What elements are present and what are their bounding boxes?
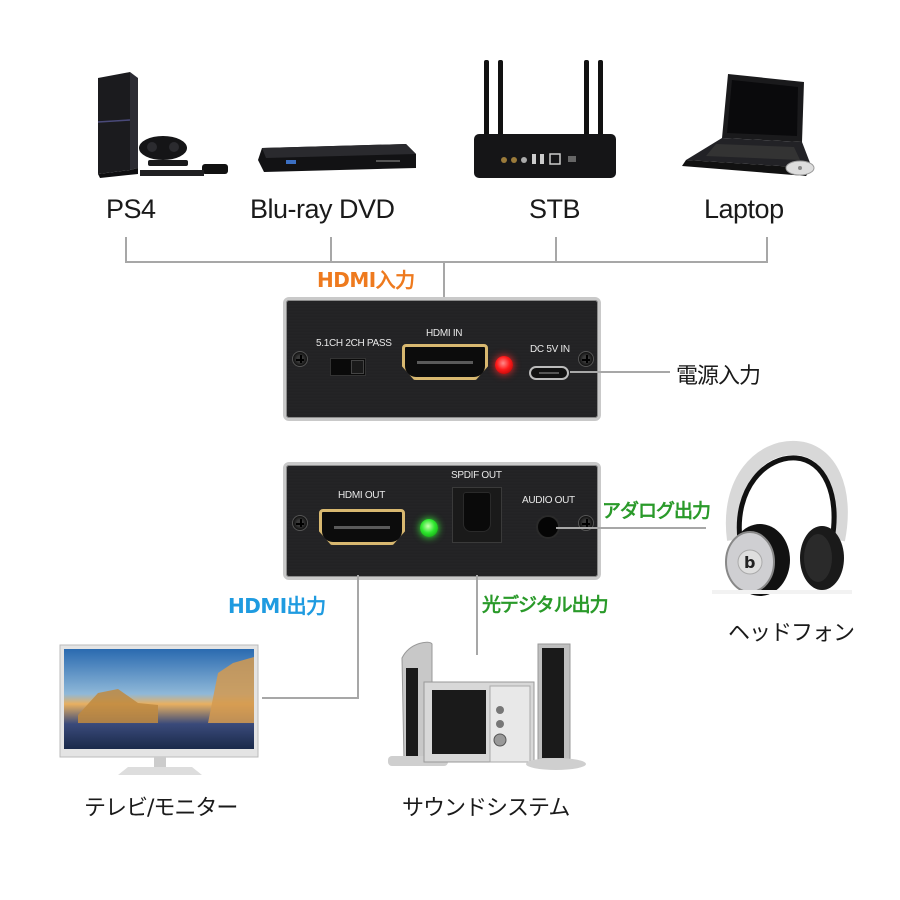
spdif-label: SPDIF OUT: [451, 470, 502, 481]
analog-output-label: アダログ出力: [602, 500, 711, 522]
speaker-system-icon: [388, 641, 586, 770]
speakers-image: [380, 638, 590, 778]
dc-label: DC 5V IN: [530, 344, 570, 355]
svg-text:b: b: [744, 553, 755, 572]
power-input-label: 電源入力: [676, 364, 761, 389]
connector-line: [357, 575, 359, 699]
connector-line: [330, 237, 332, 262]
tv-monitor-icon: [59, 644, 259, 775]
connector-line: [766, 237, 768, 262]
mode-switch[interactable]: [330, 358, 366, 376]
game-console-icon: [97, 72, 228, 178]
screw-icon: [292, 351, 308, 367]
optical-output-label: 光デジタル出力: [482, 594, 609, 616]
ps4-image: [88, 70, 238, 180]
connector-line: [125, 237, 127, 262]
headphones-label: ヘッドフォン: [728, 621, 855, 646]
screw-icon: [292, 515, 308, 531]
connector-line: [476, 575, 478, 655]
hdmi-in-port[interactable]: [402, 344, 488, 380]
dc-port[interactable]: [529, 366, 569, 380]
hdmi-out-port-label: HDMI OUT: [338, 490, 386, 501]
connector-line: [555, 237, 557, 262]
back-panel: HDMI OUT SPDIF OUT AUDIO OUT: [283, 462, 601, 580]
laptop-icon: [682, 74, 815, 176]
stb-image: [470, 58, 620, 180]
switch-label: 5.1CH 2CH PASS: [316, 338, 392, 349]
connector-line: [125, 261, 768, 263]
tv-label: テレビ/モニター: [84, 796, 238, 821]
headphones-image: b: [706, 440, 856, 602]
speakers-label: サウンドシステム: [402, 796, 570, 821]
connector-line: [570, 371, 670, 373]
headphones-icon: b: [712, 440, 852, 596]
audio-out-label: AUDIO OUT: [522, 495, 575, 506]
tv-image: [58, 643, 262, 777]
front-panel: 5.1CH 2CH PASS HDMI IN DC 5V IN: [283, 297, 601, 421]
set-top-box-icon: [474, 60, 616, 178]
source-label-bluray: Blu-ray DVD: [250, 194, 395, 224]
power-led: [495, 356, 513, 374]
bluray-image: [256, 138, 418, 178]
screw-icon: [578, 351, 594, 367]
connector-line: [556, 527, 706, 529]
hdmi-out-port[interactable]: [319, 509, 405, 545]
hdmi-output-label: HDMI出力: [228, 594, 326, 618]
hdmi-input-label: HDMI入力: [317, 268, 415, 292]
laptop-image: [676, 68, 822, 182]
signal-led: [420, 519, 438, 537]
hdmi-in-port-label: HDMI IN: [426, 328, 463, 339]
connector-line: [262, 697, 359, 699]
source-label-stb: STB: [529, 194, 581, 224]
source-label-laptop: Laptop: [704, 194, 784, 224]
source-label-ps4: PS4: [106, 194, 156, 224]
spdif-port[interactable]: [452, 487, 502, 543]
bluray-player-icon: [258, 144, 416, 172]
